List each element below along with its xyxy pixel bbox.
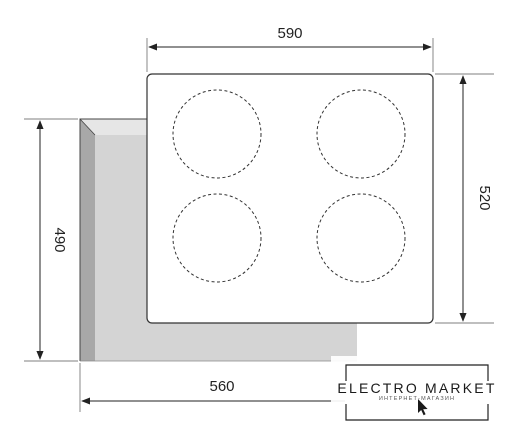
cutout-bevel-line	[79, 118, 96, 136]
burner-bottom-right	[316, 193, 406, 283]
burner-zones	[172, 89, 406, 283]
logo-tagline-text: ИНТЕРНЕТ-МАГАЗИН	[379, 396, 455, 402]
dimension-left-height: 490	[24, 118, 78, 362]
electro-market-watermark: ELECTRO MARKET ИНТЕРНЕТ-МАГАЗИН	[331, 356, 503, 428]
burner-top-right	[316, 89, 406, 179]
burner-top-left	[172, 89, 262, 179]
burner-bottom-left	[172, 193, 262, 283]
dimension-right-height: 520	[435, 73, 494, 324]
cutout-left-wall	[80, 119, 95, 361]
watermark-backdrop	[331, 356, 503, 428]
dimension-bottom-width: 560	[79, 363, 345, 412]
hob-top-surface	[146, 73, 434, 324]
dimension-label-right-height: 520	[476, 185, 493, 210]
logo-frame-top	[345, 364, 489, 381]
dimension-top-width: 590	[146, 25, 434, 72]
cursor-arrow-icon	[418, 399, 428, 416]
dimension-label-bottom-width: 560	[209, 378, 234, 395]
logo-brand-text: ELECTRO MARKET	[337, 380, 496, 396]
dimension-label-left-height: 490	[51, 227, 68, 252]
logo-frame-bottom	[345, 404, 489, 421]
dimension-label-top-width: 590	[277, 25, 302, 42]
